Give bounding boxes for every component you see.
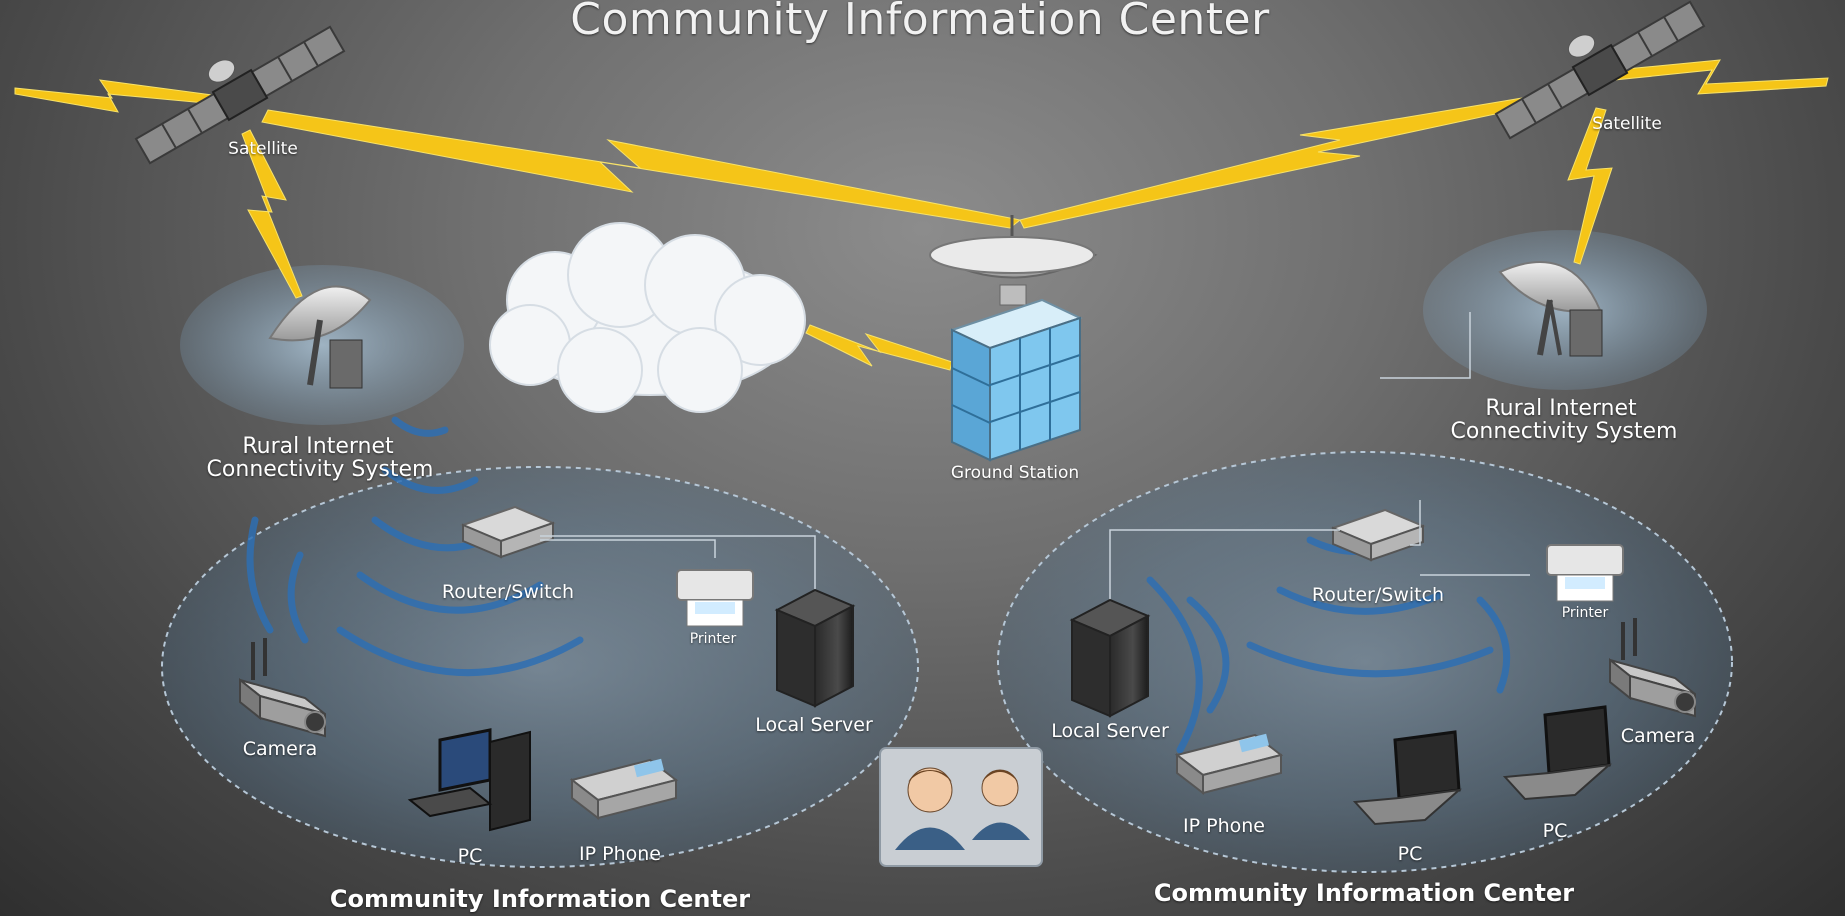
laptop-icon — [1502, 705, 1613, 801]
rural-system-right-line2: Connectivity System — [1450, 419, 1678, 444]
dish-icon — [929, 215, 1098, 306]
left-router-label: Router/Switch — [441, 581, 575, 603]
satellite-label-left: Satellite — [228, 139, 298, 159]
right-printer-label: Printer — [1561, 605, 1609, 621]
users-icon — [879, 747, 1043, 867]
camera-icon — [1609, 618, 1696, 718]
dish-icon — [1498, 261, 1603, 357]
rural-system-left-line2: Connectivity System — [206, 457, 434, 482]
left-camera-label: Camera — [242, 738, 318, 760]
left-center-zone — [161, 466, 919, 868]
rural-system-left-line1: Rural Internet — [242, 434, 394, 459]
server-icon — [1069, 598, 1151, 718]
cloud-icon — [489, 222, 806, 413]
ground-station-label: Ground Station — [950, 463, 1080, 483]
phone-icon — [1174, 733, 1284, 796]
rural-system-right-line1: Rural Internet — [1485, 396, 1637, 421]
laptop-icon — [1352, 730, 1463, 826]
left-center-name: Community Information Center — [329, 885, 751, 913]
router-icon — [1330, 508, 1426, 562]
printer-icon — [676, 569, 754, 627]
lightning-link — [14, 59, 1829, 371]
connection-line — [1109, 529, 1340, 610]
right-phone-label: IP Phone — [1183, 815, 1265, 837]
camera-icon — [239, 638, 326, 738]
dish-icon — [268, 285, 372, 389]
left-pc-label: PC — [457, 845, 483, 867]
printer-icon — [1546, 544, 1624, 602]
satellite-icon — [1494, 0, 1706, 140]
connection-line — [540, 539, 716, 558]
right-server-label: Local Server — [1051, 720, 1169, 742]
connection-line — [1380, 312, 1471, 379]
right-pc1-label: PC — [1397, 843, 1423, 865]
pc-icon — [407, 728, 531, 832]
building-icon — [949, 298, 1083, 462]
right-pc2-label: PC — [1542, 820, 1568, 842]
router-icon — [460, 505, 556, 559]
left-printer-label: Printer — [689, 631, 737, 647]
right-camera-label: Camera — [1620, 725, 1696, 747]
connection-line — [1410, 500, 1421, 546]
satellite-icon — [134, 25, 346, 165]
phone-icon — [569, 758, 679, 821]
connection-line — [540, 535, 816, 590]
right-center-name: Community Information Center — [1153, 879, 1575, 907]
right-router-label: Router/Switch — [1311, 584, 1445, 606]
left-rural-glow — [180, 265, 464, 425]
page-title: Community Information Center — [570, 0, 1270, 45]
left-phone-label: IP Phone — [579, 843, 661, 865]
satellite-label-right: Satellite — [1592, 114, 1662, 134]
left-server-label: Local Server — [755, 714, 873, 736]
server-icon — [774, 588, 856, 708]
